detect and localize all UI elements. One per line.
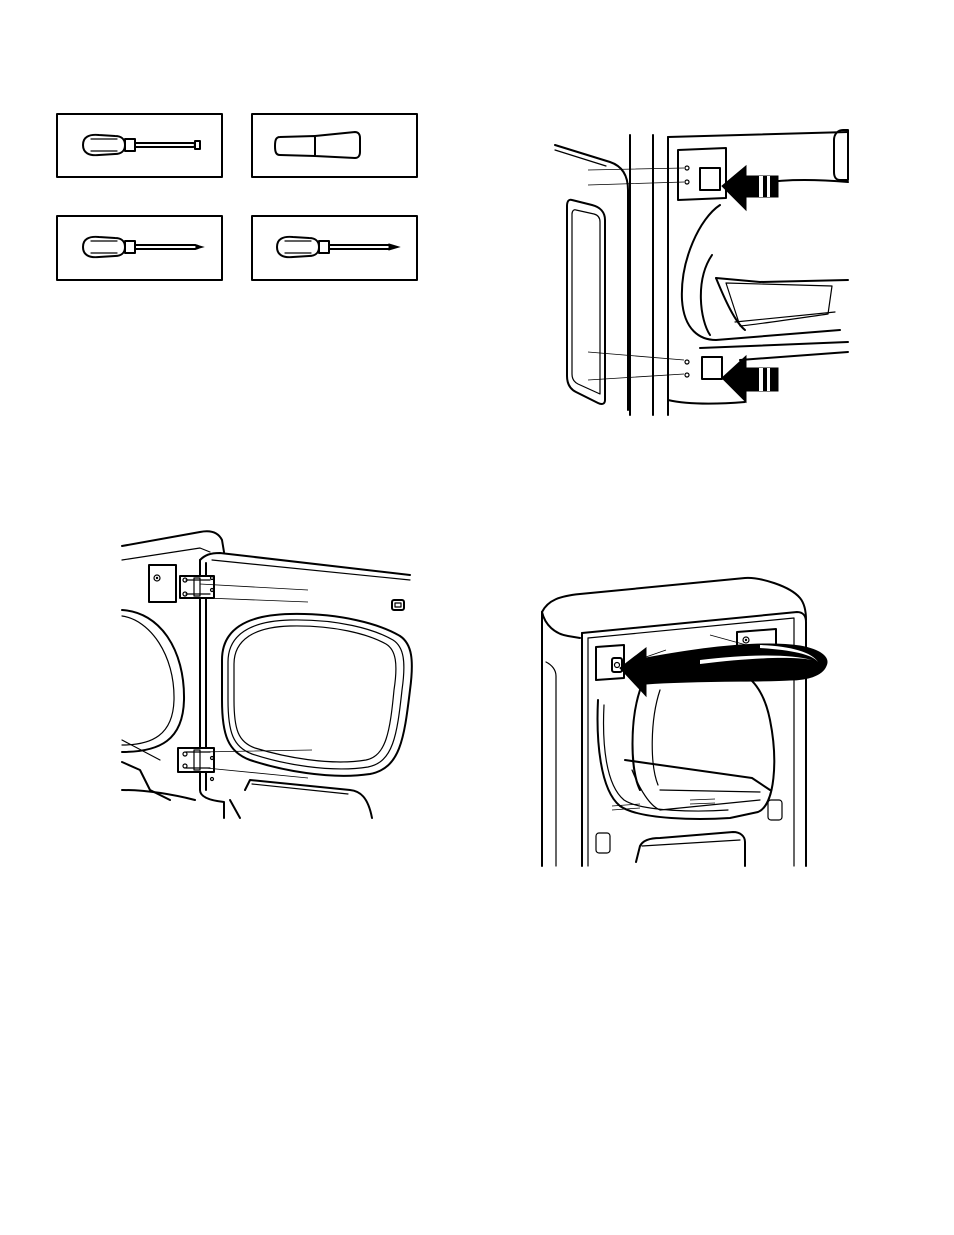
dryer-door-hinges-figure [118, 522, 416, 822]
torx-screwdriver-icon [56, 215, 223, 281]
putty-knife-icon [251, 113, 418, 178]
reverse-door-arrow [619, 643, 828, 698]
push-arrow-upper [721, 164, 779, 212]
phillips-screwdriver-icon [251, 215, 418, 281]
dryer-hole-plugs-figure [548, 118, 858, 423]
tools-figure [55, 112, 421, 284]
dryer-reverse-door-figure [540, 574, 832, 870]
push-arrow-lower [721, 354, 779, 404]
flat-screwdriver-icon [56, 113, 223, 178]
